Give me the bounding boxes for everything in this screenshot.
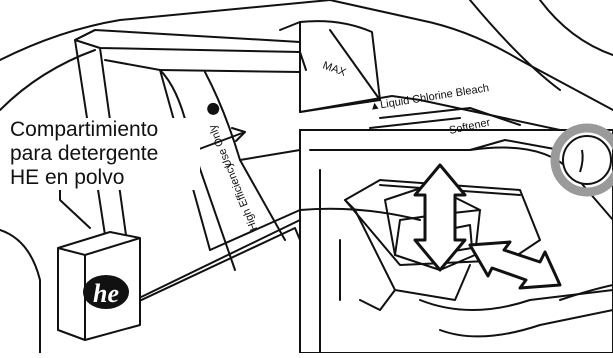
softener-compartment <box>370 108 520 128</box>
dial-knob <box>555 128 613 192</box>
he-small-logo-icon <box>205 101 221 117</box>
callout-label: Compartimiento para detergente HE en pol… <box>10 118 200 190</box>
he-detergent-box: he <box>58 232 140 340</box>
callout-line-1: Compartimiento <box>10 118 200 142</box>
callout-line-2: para detergente <box>10 142 200 166</box>
label-max: MAX <box>321 60 348 80</box>
label-high-efficiency: High Efficiency <box>222 160 260 232</box>
he-logo-text: he <box>93 279 119 308</box>
detail-inset <box>300 128 613 353</box>
callout-line-3: HE en polvo <box>10 166 200 190</box>
label-he-only-group: Use Only High Efficiency <box>199 101 267 232</box>
